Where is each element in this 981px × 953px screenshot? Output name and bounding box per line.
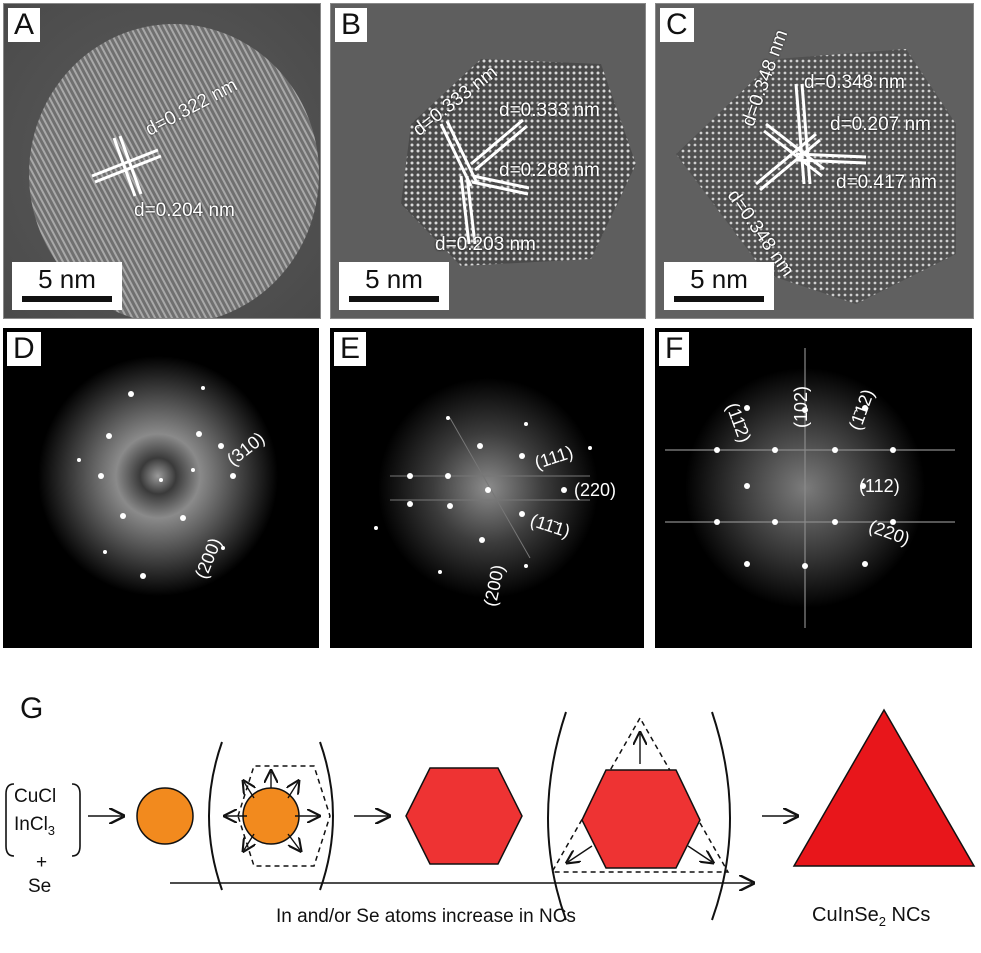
panel-d-letter: D xyxy=(7,332,41,366)
panel-f-pattern xyxy=(665,348,955,628)
growth-schematic xyxy=(5,708,976,921)
panel-b-scalebar: 5 nm xyxy=(339,262,449,310)
panel-c-lattice xyxy=(656,4,973,318)
triangle-nc xyxy=(792,708,976,867)
panel-b-letter: B xyxy=(335,8,368,42)
panel-a-hrtem: A d=0.322 nm d=0.204 nm 5 nm xyxy=(3,3,321,319)
panel-e-pattern xyxy=(374,378,598,598)
sphere-seed xyxy=(136,787,194,845)
reactant-incl3-main: InCl xyxy=(14,814,48,835)
panel-b-scale-bar xyxy=(349,296,439,302)
panel-a-scale-bar xyxy=(22,296,112,302)
product-label-sub: 2 xyxy=(878,914,886,929)
panel-g-letter: G xyxy=(20,692,44,725)
panel-f-label-2: (102) xyxy=(791,385,811,428)
growth-arrows-2 xyxy=(568,734,712,862)
group2-paren-right xyxy=(711,711,731,921)
panel-c-scale-text: 5 nm xyxy=(690,264,748,294)
panel-b-lattice xyxy=(331,4,645,318)
panel-b-label-2: d=0.333 nm xyxy=(499,100,600,121)
panel-d-pattern xyxy=(38,356,278,596)
hexagon-growing xyxy=(581,769,701,869)
panel-f-label-4: (112) xyxy=(859,476,900,496)
reactant-bracket-left xyxy=(5,783,15,857)
panel-b-label-4: d=0.203 nm xyxy=(435,234,536,255)
panel-e-fft: E (111) (220) (11̄1) (200) xyxy=(330,328,644,648)
panel-a-letter: A xyxy=(8,8,41,42)
panel-d-fft: D (310) (200) xyxy=(3,328,319,648)
panel-f-letter: F xyxy=(659,332,690,366)
dashed-hexagon xyxy=(237,765,331,867)
reactant-plus: + xyxy=(36,852,48,873)
group1-paren-right xyxy=(319,741,334,891)
panel-e-letter: E xyxy=(334,332,367,366)
reactant-cucl: CuCl xyxy=(14,786,57,807)
group1-paren-left xyxy=(208,741,223,891)
reactant-bracket-right xyxy=(71,783,81,857)
product-label-main: CuInSe xyxy=(812,904,879,926)
panel-a-scalebar: 5 nm xyxy=(12,262,122,310)
panel-b-hrtem: B d=0.333 nm d=0.333 nm d=0.288 nm d=0.2… xyxy=(330,3,646,319)
group2-paren-left xyxy=(547,711,567,921)
growth-arrows-1 xyxy=(226,772,318,850)
panel-c-label-4: d=0.417 nm xyxy=(836,172,937,193)
hexagon-nc xyxy=(405,767,523,865)
panel-b-fringe-markers xyxy=(439,118,530,245)
panel-f-fft: F (11̄2) (102) (1̄12) (112) (220) xyxy=(655,328,972,648)
panel-a-fringe-markers xyxy=(91,135,162,197)
panel-b-label-3: d=0.288 nm xyxy=(499,160,600,181)
panel-c-hrtem: C d=0.348 nm d=0.348 nm d=0.207 nm d=0.4… xyxy=(655,3,974,319)
panel-b-scale-text: 5 nm xyxy=(365,264,423,294)
schematic-caption: In and/or Se atoms increase in NCs xyxy=(276,906,576,927)
panel-c-scale-bar xyxy=(674,296,764,302)
product-label: CuInSe2 NCs xyxy=(812,904,930,929)
reactant-incl3: InCl3 xyxy=(14,814,55,838)
panel-a-scale-text: 5 nm xyxy=(38,264,96,294)
reactant-incl3-sub: 3 xyxy=(47,822,56,838)
panel-c-letter: C xyxy=(660,8,694,42)
panel-c-scalebar: 5 nm xyxy=(664,262,774,310)
panel-c-label-2: d=0.348 nm xyxy=(804,72,905,93)
panel-a-label-2: d=0.204 nm xyxy=(134,200,235,221)
panel-c-label-3: d=0.207 nm xyxy=(830,114,931,135)
panel-e-label-2: (220) xyxy=(574,480,617,500)
panel-c-fringe-markers xyxy=(755,83,867,192)
sphere-growing xyxy=(242,787,300,845)
reactant-se: Se xyxy=(28,876,52,897)
product-label-suffix: NCs xyxy=(885,904,931,926)
